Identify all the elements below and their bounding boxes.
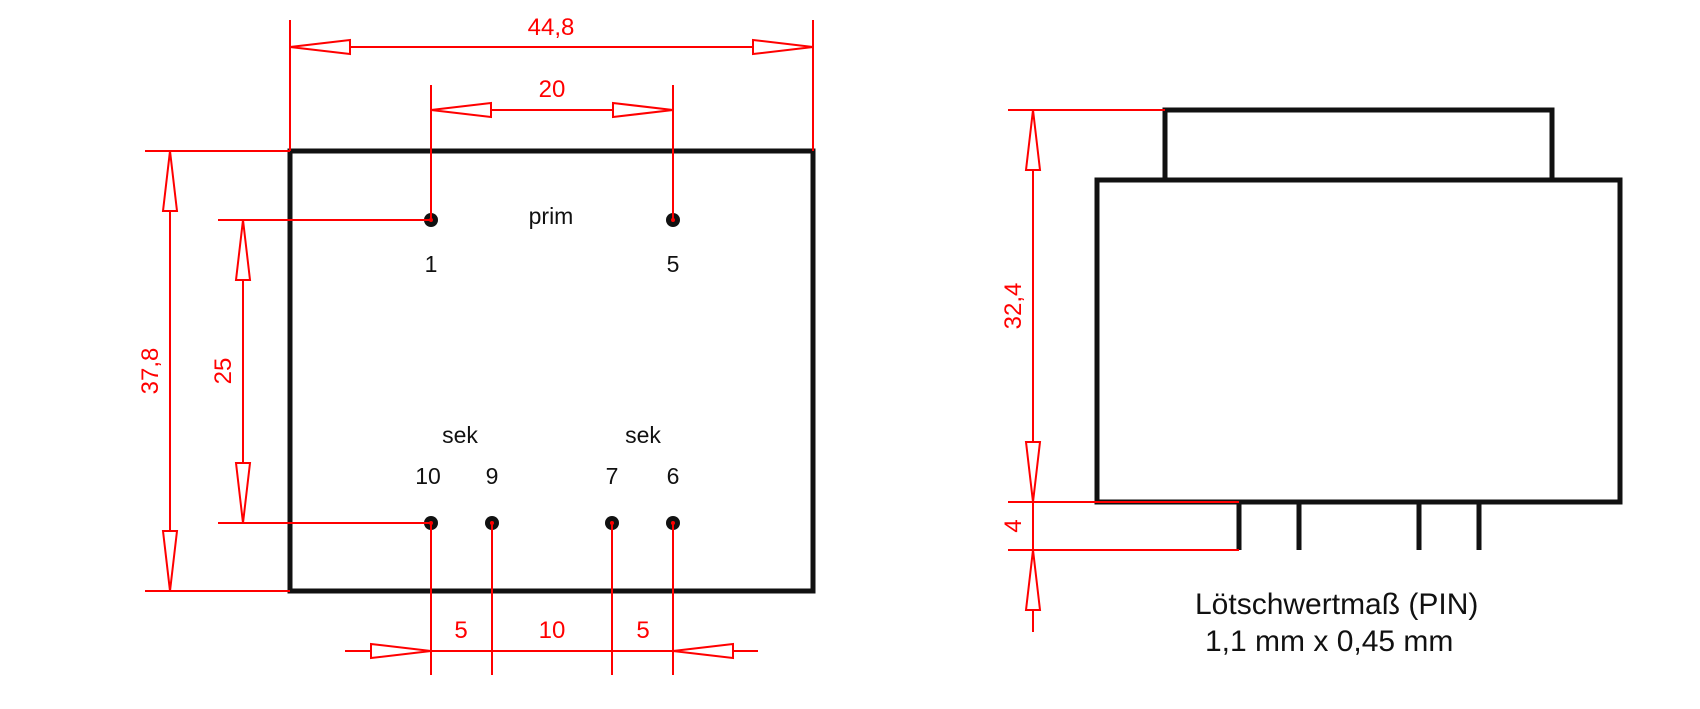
dimension-label-primary-pin-spacing: 20 bbox=[539, 76, 566, 103]
dimension-secondary-pin-spacing: 5 10 5 bbox=[345, 523, 758, 675]
pin-number-1: 1 bbox=[425, 251, 438, 277]
side-view: 32,4 4 Lötschwertmaß (PIN) 1,1 mm x 0,45… bbox=[1000, 107, 1623, 658]
dimension-label-sek-middle: 10 bbox=[539, 617, 566, 644]
side-view-body bbox=[1094, 177, 1623, 505]
pin-number-7: 7 bbox=[606, 463, 619, 489]
dimension-prim-to-sek: 25 bbox=[210, 219, 431, 524]
dimension-overall-width: 44,8 bbox=[289, 14, 814, 151]
label-sek-left: sek bbox=[442, 422, 478, 448]
dimension-label-prim-to-sek: 25 bbox=[210, 358, 237, 385]
pin-number-9: 9 bbox=[486, 463, 499, 489]
pin-note-title: Lötschwertmaß (PIN) bbox=[1195, 588, 1478, 621]
dimension-pin-length: 4 bbox=[1000, 502, 1239, 632]
dimension-label-sek-right: 5 bbox=[636, 617, 649, 644]
pin-number-10: 10 bbox=[415, 463, 441, 489]
side-view-top-cap bbox=[1162, 107, 1555, 183]
dimension-label-overall-width: 44,8 bbox=[528, 14, 575, 41]
pin-number-6: 6 bbox=[667, 463, 680, 489]
dimension-label-height: 32,4 bbox=[1000, 283, 1027, 330]
pin-note-size: 1,1 mm x 0,45 mm bbox=[1205, 625, 1453, 658]
top-view: prim sek sek 1 5 10 9 7 6 44,8 20 bbox=[137, 14, 816, 675]
dimension-overall-depth: 37,8 bbox=[137, 150, 290, 592]
label-sek-right: sek bbox=[625, 422, 661, 448]
pin-number-5: 5 bbox=[667, 251, 680, 277]
top-view-body bbox=[287, 148, 816, 594]
dimension-height: 32,4 bbox=[1000, 109, 1239, 503]
dimension-label-overall-depth: 37,8 bbox=[137, 348, 164, 395]
label-prim: prim bbox=[529, 203, 574, 229]
dimension-label-sek-left: 5 bbox=[454, 617, 467, 644]
dimension-primary-pin-spacing: 20 bbox=[430, 76, 674, 220]
dimension-label-pin-length: 4 bbox=[1000, 519, 1027, 532]
